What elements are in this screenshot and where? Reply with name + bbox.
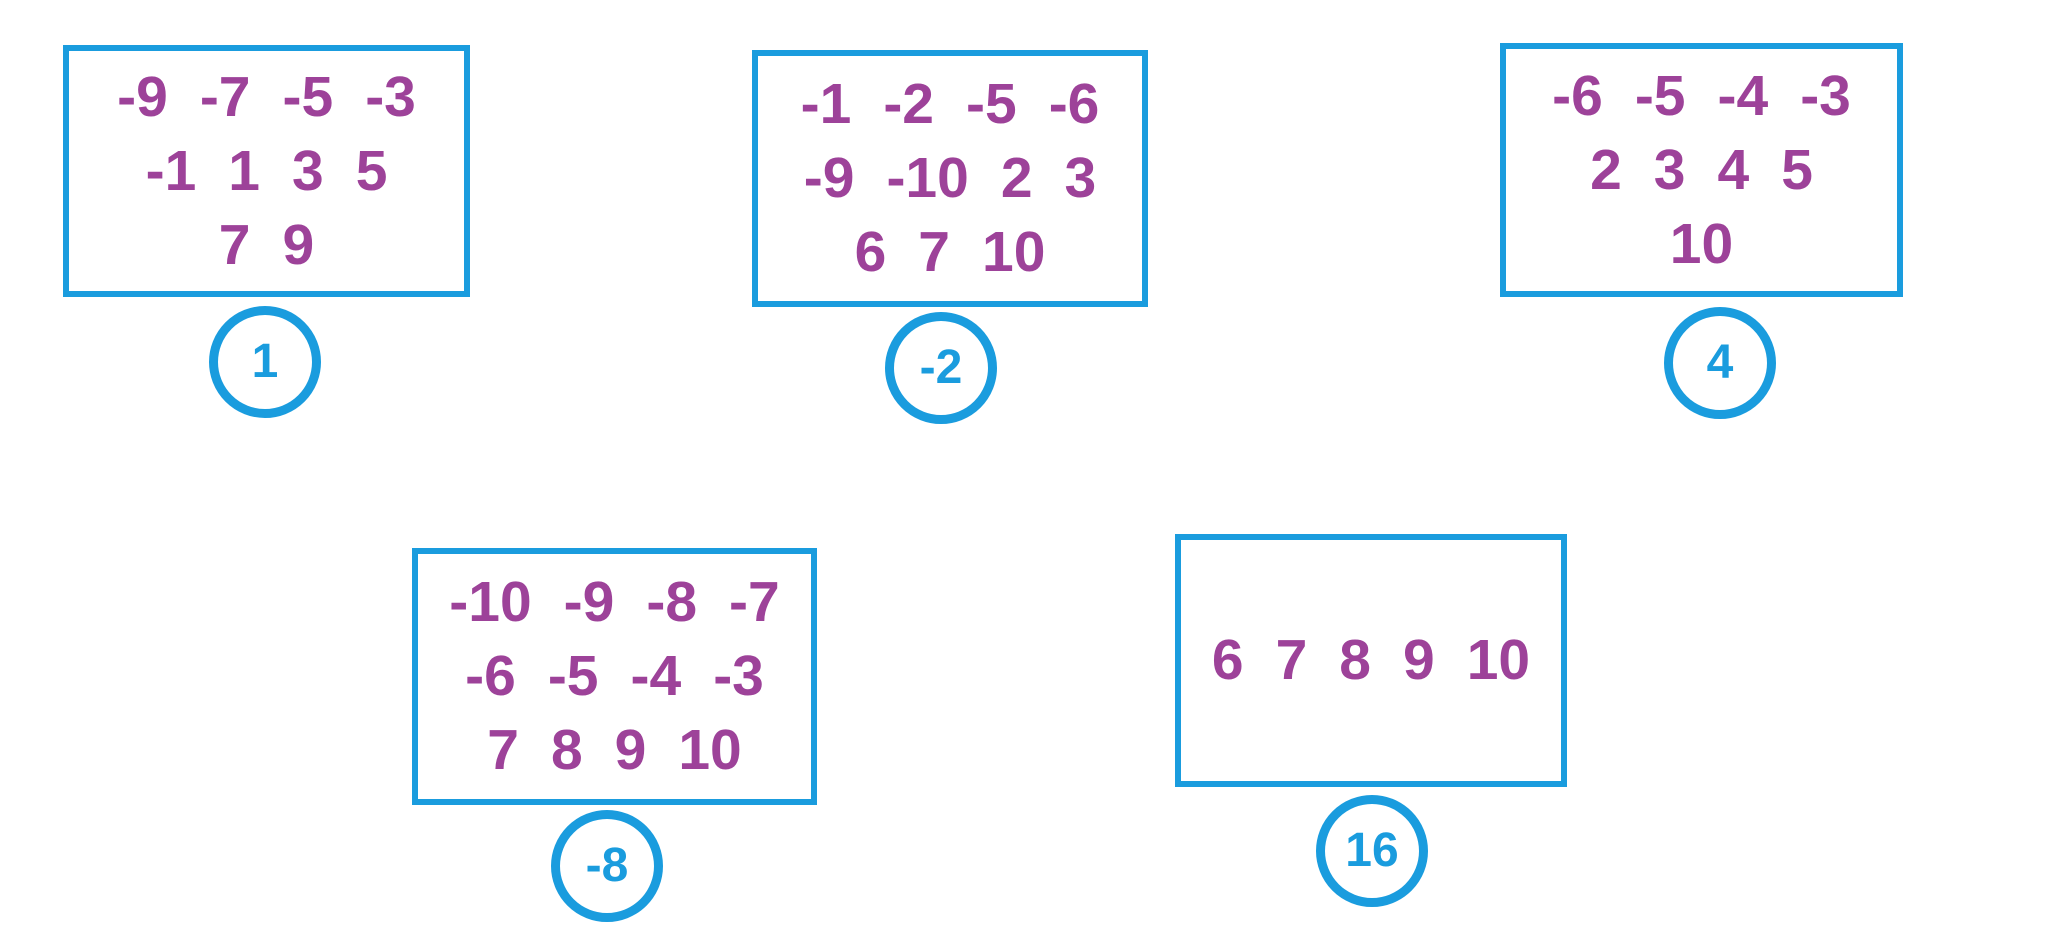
number: 2 xyxy=(1000,146,1033,210)
number: -7 xyxy=(199,64,251,129)
number: 6 xyxy=(1211,628,1244,692)
number: -5 xyxy=(966,72,1017,136)
number: -3 xyxy=(1800,63,1851,128)
number: 5 xyxy=(1781,137,1813,202)
number: -3 xyxy=(713,644,764,708)
number: 1 xyxy=(228,138,260,203)
number: 6 xyxy=(854,220,887,284)
number-row: -6 -5 -4 -3 xyxy=(1552,59,1851,133)
answer-circle-3: 4 xyxy=(1664,307,1776,419)
number: 8 xyxy=(550,718,583,782)
number: 10 xyxy=(982,220,1046,284)
number: -9 xyxy=(803,146,855,210)
number: -5 xyxy=(282,64,334,129)
number: -8 xyxy=(646,570,698,634)
number: 3 xyxy=(291,138,324,203)
number: -4 xyxy=(630,644,682,708)
answer-circle-4: -8 xyxy=(551,810,663,922)
number: -6 xyxy=(1552,63,1603,128)
number: 7 xyxy=(487,718,519,782)
number: 4 xyxy=(1717,137,1750,202)
number: -9 xyxy=(563,570,615,634)
number: 10 xyxy=(1466,628,1531,692)
number: -6 xyxy=(1048,72,1100,136)
number: 9 xyxy=(614,718,647,782)
number: 7 xyxy=(1275,628,1308,692)
number: -2 xyxy=(883,72,934,136)
number: 3 xyxy=(1653,137,1686,202)
number: -3 xyxy=(365,64,416,129)
number: -1 xyxy=(145,138,197,203)
number: 2 xyxy=(1590,137,1622,202)
number: -6 xyxy=(465,644,516,708)
number: -7 xyxy=(729,570,780,634)
number-row: 10 xyxy=(1670,207,1733,281)
number-row: -9 -7 -5 -3 xyxy=(117,60,416,134)
number: -10 xyxy=(886,146,969,210)
number: -5 xyxy=(547,644,599,708)
number: -4 xyxy=(1717,63,1769,128)
number: 3 xyxy=(1064,146,1097,210)
number: 9 xyxy=(282,212,315,277)
answer-circle-2: -2 xyxy=(885,312,997,424)
number: 7 xyxy=(218,212,251,277)
number: -5 xyxy=(1634,63,1686,128)
answer-circle-1: 1 xyxy=(209,306,321,418)
answer-circle-5: 16 xyxy=(1316,795,1428,907)
number-row: -10 -9 -8 -7 xyxy=(449,566,779,640)
number-row: -1 -2 -5 -6 xyxy=(801,68,1100,142)
number: 9 xyxy=(1403,628,1435,692)
number: -9 xyxy=(117,64,168,129)
number: 10 xyxy=(1669,211,1734,276)
number: -1 xyxy=(800,72,852,136)
number: 7 xyxy=(918,220,950,284)
number: 10 xyxy=(678,718,742,782)
number-row: -6 -5 -4 -3 xyxy=(465,640,764,714)
number: -10 xyxy=(449,570,532,634)
number: 8 xyxy=(1339,628,1371,692)
number: 5 xyxy=(355,138,388,203)
